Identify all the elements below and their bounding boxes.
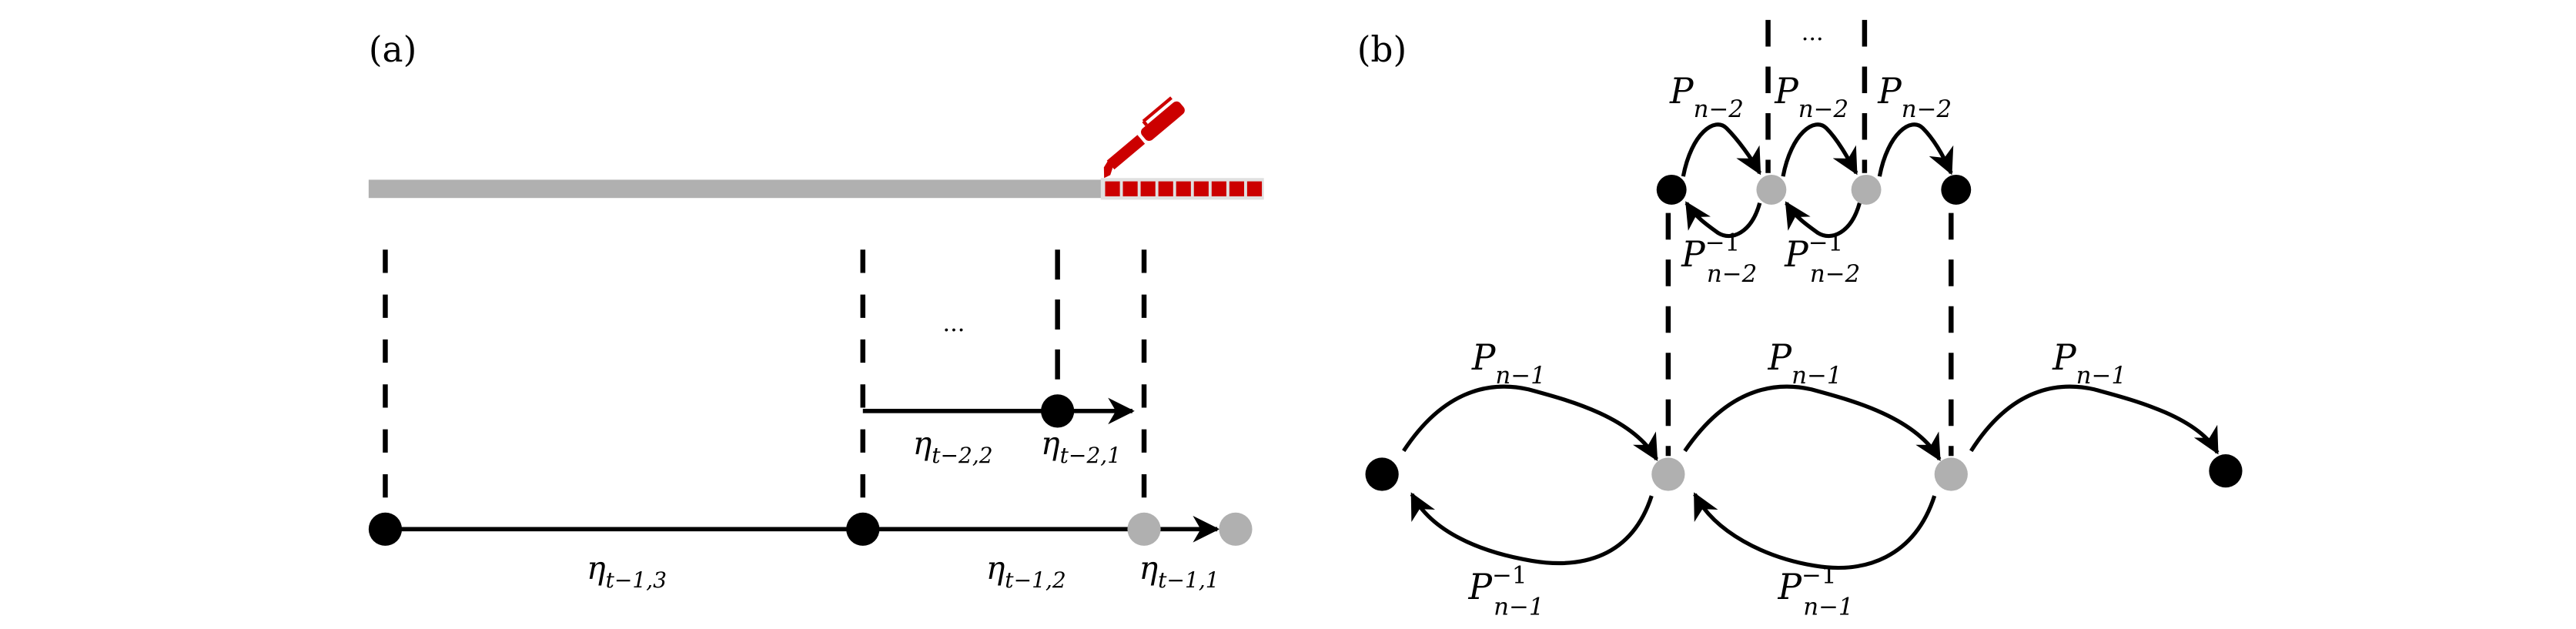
edge-forward-bottom: [1683, 384, 1942, 462]
edge-forward-top: [1681, 122, 1762, 177]
red-square: [1158, 181, 1173, 197]
edge-forward-bottom: [1969, 384, 2220, 455]
panel-a-label: (a): [369, 29, 417, 70]
label-P-n-2: Pn−2: [1774, 71, 1848, 123]
ellipsis: ...: [943, 310, 965, 337]
label-eta-t1-2: ηt−1,2: [986, 550, 1066, 593]
pen-icon: [1103, 96, 1185, 179]
label-P-n-1: Pn−1: [1768, 337, 1842, 390]
red-square: [1176, 181, 1191, 197]
label-eta-t1-3: ηt−1,3: [587, 550, 667, 593]
timeline-red-squares: [1105, 181, 1263, 197]
edge-backward-top: [1785, 201, 1862, 239]
red-square: [1246, 181, 1263, 197]
edge-forward-top: [1877, 122, 1954, 177]
red-square: [1211, 181, 1226, 197]
edge-forward-top: [1781, 122, 1858, 177]
timeline-gray-segment: [368, 179, 1105, 199]
red-square: [1105, 181, 1120, 197]
label-P-n-1: Pn−1: [2052, 337, 2126, 390]
node-black: [1941, 174, 1972, 205]
red-square: [1229, 181, 1245, 197]
edge-backward-top: [1684, 201, 1762, 239]
label-eta-t1-1: ηt−1,1: [1139, 550, 1219, 593]
label-P-n-1: Pn−1: [1471, 337, 1546, 390]
ellipsis: ...: [1802, 19, 1824, 46]
red-square: [1193, 181, 1209, 197]
edge-backward-bottom: [1693, 492, 1937, 570]
edge-forward-bottom: [1402, 384, 1658, 462]
node-black: [2209, 454, 2243, 488]
node-gray: [1851, 174, 1882, 205]
node-gray: [1934, 457, 1968, 491]
node-black: [1041, 394, 1075, 428]
node-gray: [1756, 174, 1787, 205]
label-P-n-2: Pn−2: [1669, 71, 1744, 123]
red-square: [1140, 181, 1156, 197]
node-black: [1365, 457, 1399, 491]
node-black: [368, 512, 403, 546]
node-black: [846, 512, 880, 546]
node-black: [1656, 174, 1687, 205]
timeline-bar: [368, 178, 1264, 200]
label-eta-t2-1: ηt−2,1: [1041, 425, 1121, 468]
node-gray: [1219, 512, 1253, 546]
label-P-n-2: Pn−2: [1877, 71, 1952, 123]
node-gray: [1651, 457, 1685, 491]
panel-a: (a) ... ηt−1,3: [369, 29, 1264, 593]
red-square: [1122, 181, 1138, 197]
edge-backward-bottom: [1410, 492, 1654, 566]
label-eta-t2-2: ηt−2,2: [913, 425, 993, 468]
panel-b-label: (b): [1357, 29, 1407, 70]
node-gray: [1127, 512, 1161, 546]
